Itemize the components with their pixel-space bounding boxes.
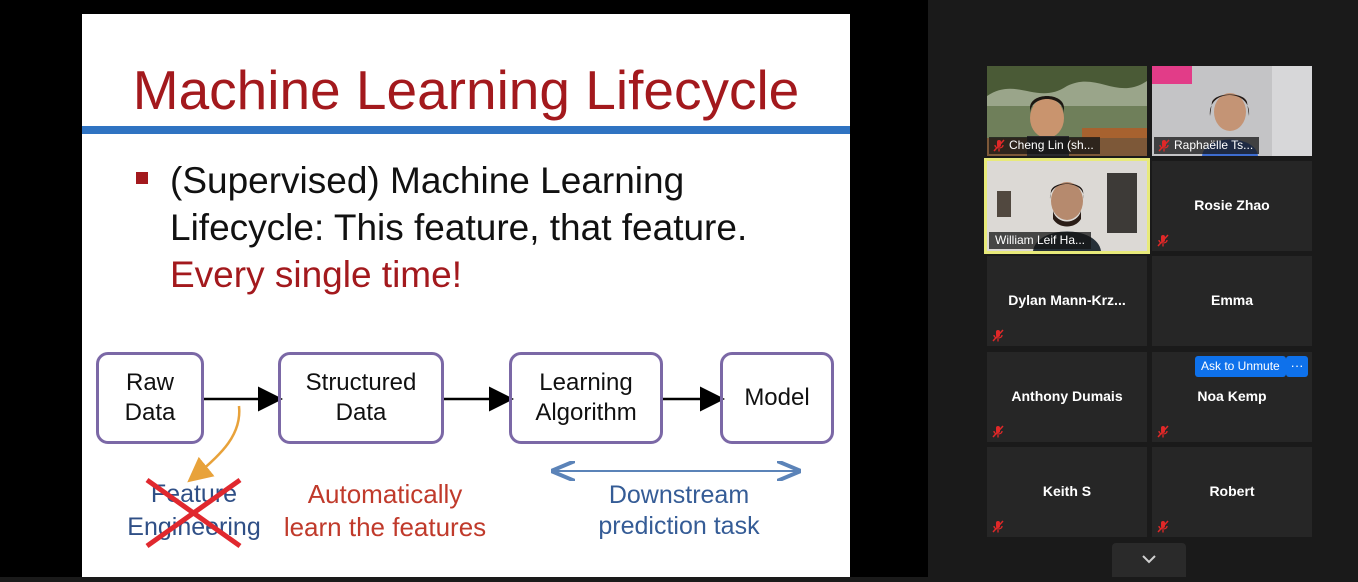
participant-name: William Leif Ha... (995, 233, 1086, 247)
participant-name: Noa Kemp (1197, 388, 1267, 404)
box-raw-data: Raw Data (96, 352, 204, 444)
chevron-down-icon (1142, 555, 1156, 564)
bullet-line-1: (Supervised) Machine Learning (170, 160, 685, 201)
bullet-marker (136, 172, 148, 184)
participant-name-label: William Leif Ha... (989, 232, 1092, 249)
slide-title-rule (82, 126, 850, 134)
ask-to-unmute-button[interactable]: Ask to Unmute (1195, 356, 1286, 377)
caption-automatically: Automatically learn the features (276, 478, 494, 544)
participant-tile-william[interactable]: William Leif Ha... (984, 158, 1150, 254)
slide-title: Machine Learning Lifecycle (132, 59, 800, 121)
box-learning-algorithm-line2: Algorithm (535, 399, 637, 426)
participant-name: Anthony Dumais (1011, 388, 1123, 404)
slide-bullet: (Supervised) Machine Learning Lifecycle:… (170, 157, 830, 298)
feature-engineering-arrow (187, 405, 241, 483)
mic-muted-icon (992, 425, 1004, 438)
participant-name: Emma (1210, 292, 1254, 308)
caption-downstream: Downstream prediction task (579, 480, 779, 542)
participant-name: Dylan Mann-Krz... (1008, 292, 1126, 308)
participant-tile-keith-s[interactable]: Keith S (987, 447, 1147, 537)
participant-name: Cheng Lin (sh... (1009, 138, 1094, 152)
caption-downstream-line2: prediction task (598, 512, 760, 540)
caption-auto-line1: Automatically (307, 479, 463, 509)
participant-tile-robert[interactable]: Robert (1152, 447, 1312, 537)
box-learning-algorithm: Learning Algorithm (509, 352, 663, 444)
mic-muted-icon (1157, 425, 1169, 438)
mic-muted-icon (993, 139, 1005, 152)
participant-tile-cheng-lin[interactable]: Cheng Lin (sh... (987, 66, 1147, 156)
participant-name-label: Cheng Lin (sh... (989, 137, 1100, 154)
box-structured-data: Structured Data (278, 352, 444, 444)
participant-tile-raphaelle[interactable]: Raphaëlle Ts... (1152, 66, 1312, 156)
box-structured-data-line1: Structured (305, 369, 417, 396)
diagram-arrows (187, 386, 850, 483)
box-model-line1: Model (744, 384, 810, 411)
mic-muted-icon (1158, 139, 1170, 152)
participant-name: Robert (1209, 483, 1255, 499)
box-model: Model (720, 352, 834, 444)
participant-name: Rosie Zhao (1194, 197, 1270, 213)
presentation-slide: Machine Learning Lifecycle (Supervised) … (82, 14, 850, 577)
box-structured-data-line2: Data (335, 399, 387, 426)
bullet-emphasis: Every single time! (170, 254, 462, 295)
participant-name: Keith S (1042, 483, 1092, 499)
mic-muted-icon (1157, 520, 1169, 533)
bullet-line-2: Lifecycle: This feature, that feature. (170, 207, 748, 248)
mic-muted-icon (992, 520, 1004, 533)
participant-name: Raphaëlle Ts... (1174, 138, 1254, 152)
participant-tile-dylan[interactable]: Dylan Mann-Krz... (987, 256, 1147, 346)
participant-tile-anthony-dumais[interactable]: Anthony Dumais (987, 352, 1147, 442)
cross-out-mark (145, 477, 242, 549)
participant-tile-noa-kemp[interactable]: Ask to Unmute ··· Noa Kemp (1152, 352, 1312, 442)
box-raw-data-line2: Data (124, 399, 176, 426)
caption-auto-line2: learn the features (283, 512, 487, 542)
box-learning-algorithm-line1: Learning (539, 369, 633, 396)
caption-downstream-line1: Downstream (608, 481, 750, 509)
participant-tile-rosie-zhao[interactable]: Rosie Zhao (1152, 161, 1312, 251)
caption-feature-line2: Engineering (127, 513, 261, 541)
mic-muted-icon (992, 329, 1004, 342)
gallery-scroll-down-button[interactable] (1112, 543, 1186, 577)
mic-muted-icon (1157, 234, 1169, 247)
screen-share-area: Machine Learning Lifecycle (Supervised) … (0, 0, 928, 577)
participant-tile-emma[interactable]: Emma (1152, 256, 1312, 346)
participant-name-label: Raphaëlle Ts... (1154, 137, 1260, 154)
box-raw-data-line1: Raw (125, 369, 174, 396)
more-options-button[interactable]: ··· (1286, 356, 1308, 377)
